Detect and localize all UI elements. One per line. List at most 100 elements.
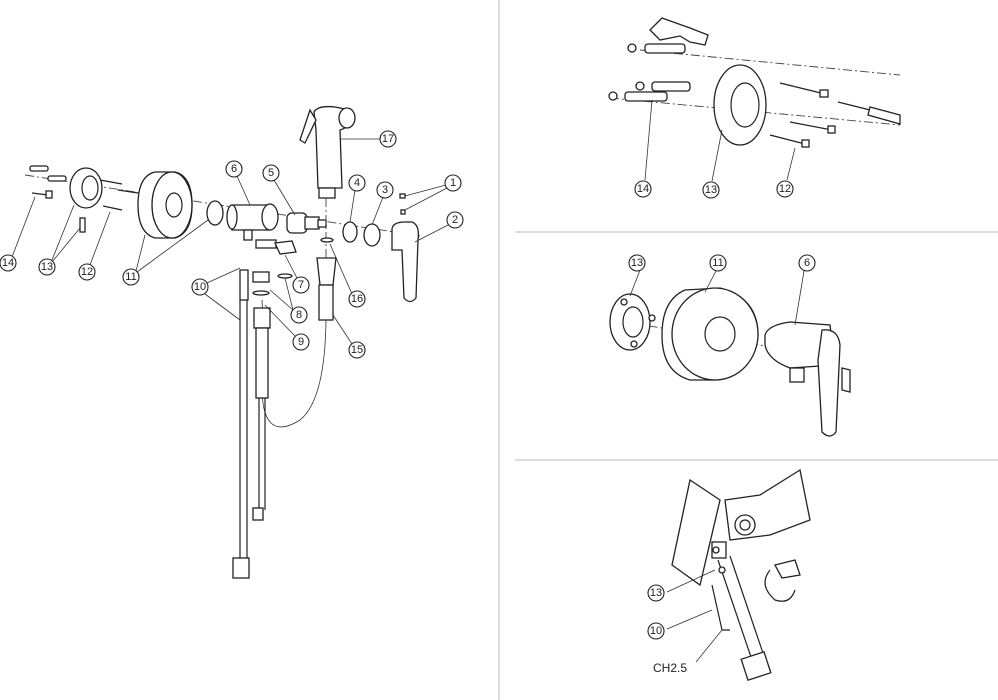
- callout-circle: [444, 174, 462, 192]
- valve-body-assembled: [764, 321, 851, 437]
- callout-number: 13: [631, 257, 643, 269]
- callout-circle: [38, 258, 56, 276]
- callout-main-view-1: 1: [444, 174, 462, 192]
- callout-number: 6: [231, 163, 237, 175]
- callout-wall-mount-view-14: 14: [634, 180, 652, 198]
- callout-circle: [122, 268, 140, 286]
- callout-circle: [376, 181, 394, 199]
- callout-main-view-17: 17: [379, 130, 397, 148]
- mounting-flange: [69, 167, 103, 233]
- callout-number: 10: [650, 625, 662, 637]
- callout-number: 11: [712, 257, 723, 269]
- leader-lines: [11, 138, 449, 345]
- hand-spray: [299, 105, 356, 260]
- callout-circle: [292, 276, 310, 294]
- callout-wall-mount-view-13: 13: [702, 181, 720, 199]
- callout-circle: [446, 211, 464, 229]
- callout-main-view-15: 15: [348, 341, 366, 359]
- callout-main-view-9: 9: [292, 333, 310, 351]
- callout-circle: [262, 164, 280, 182]
- callout-circle: [702, 181, 720, 199]
- callout-circle: [348, 341, 366, 359]
- callout-main-view-7: 7: [292, 276, 310, 294]
- callout-number: 15: [351, 344, 363, 356]
- hose-in-view: [711, 541, 772, 681]
- callout-number: 5: [268, 167, 274, 179]
- cover-plate-large: [661, 287, 759, 381]
- allen-key-size-label: CH2.5: [653, 661, 687, 675]
- flange: [609, 293, 656, 351]
- callout-number: 13: [650, 587, 662, 599]
- wall-anchors: [29, 165, 139, 211]
- callout-main-view-13: 13: [38, 258, 56, 276]
- callout-main-view-4: 4: [348, 174, 366, 192]
- sleeve: [363, 223, 381, 247]
- callout-number: 12: [81, 266, 93, 278]
- callout-number: 9: [298, 336, 304, 348]
- washer: [320, 237, 334, 243]
- assembly-view: [609, 269, 851, 437]
- callout-number: 4: [354, 177, 360, 189]
- inlet-hoses: [232, 269, 293, 579]
- callout-assembly-view-11: 11: [709, 254, 727, 272]
- callout-circle: [776, 180, 794, 198]
- nut: [342, 221, 358, 243]
- lever-handle: [391, 193, 420, 303]
- callout-circle: [709, 254, 727, 272]
- callout-circle: [0, 254, 17, 272]
- allen-key-icon: [711, 584, 730, 631]
- callout-assembly-view-13: 13: [628, 254, 646, 272]
- callout-circle: [628, 254, 646, 272]
- callout-circle: [348, 174, 366, 192]
- cartridge: [286, 212, 327, 234]
- callout-main-view-10: 10: [191, 278, 209, 296]
- callout-number: 2: [452, 214, 458, 226]
- callout-number: 3: [382, 184, 388, 196]
- callout-circle: [348, 290, 366, 308]
- callout-number: 14: [637, 183, 649, 195]
- callout-main-view-6: 6: [225, 160, 243, 178]
- callout-assembly-view-6: 6: [798, 254, 816, 272]
- callout-number: 8: [296, 309, 302, 321]
- callout-number: 14: [2, 257, 14, 269]
- main-exploded-view: [11, 105, 449, 579]
- callout-wall-mount-view-12: 12: [776, 180, 794, 198]
- callout-hose-install-view-10: 10: [647, 622, 665, 640]
- callout-circle: [634, 180, 652, 198]
- callout-main-view-16: 16: [348, 290, 366, 308]
- cover-plate: [137, 171, 193, 239]
- callout-number: 16: [351, 293, 363, 305]
- callout-number: 7: [298, 279, 304, 291]
- callout-circle: [798, 254, 816, 272]
- callout-main-view-2: 2: [446, 211, 464, 229]
- callout-circle: [292, 333, 310, 351]
- callout-circle: [647, 584, 665, 602]
- callout-circle: [647, 622, 665, 640]
- callout-main-view-11: 11: [122, 268, 140, 286]
- callout-hose-install-view-13: 13: [647, 584, 665, 602]
- callout-main-view-14: 14: [0, 254, 17, 272]
- callout-main-view-5: 5: [262, 164, 280, 182]
- callout-number: 13: [705, 184, 717, 196]
- callout-circle: [191, 278, 209, 296]
- callout-number: 11: [125, 271, 136, 283]
- callout-circle: [379, 130, 397, 148]
- callout-circle: [290, 306, 308, 324]
- sealing-ring: [206, 200, 224, 226]
- callout-number: 17: [382, 133, 394, 145]
- callout-number: 6: [804, 257, 810, 269]
- callout-number: 1: [450, 177, 456, 189]
- callout-number: 10: [194, 281, 206, 293]
- screwdriver-icon: [837, 101, 901, 125]
- callout-main-view-3: 3: [376, 181, 394, 199]
- callout-number: 12: [779, 183, 791, 195]
- callout-main-view-8: 8: [290, 306, 308, 324]
- callout-main-view-12: 12: [78, 263, 96, 281]
- valve-body: [226, 203, 297, 255]
- callout-circle: [225, 160, 243, 178]
- callout-circle: [78, 263, 96, 281]
- wall-mount-view: [608, 17, 901, 182]
